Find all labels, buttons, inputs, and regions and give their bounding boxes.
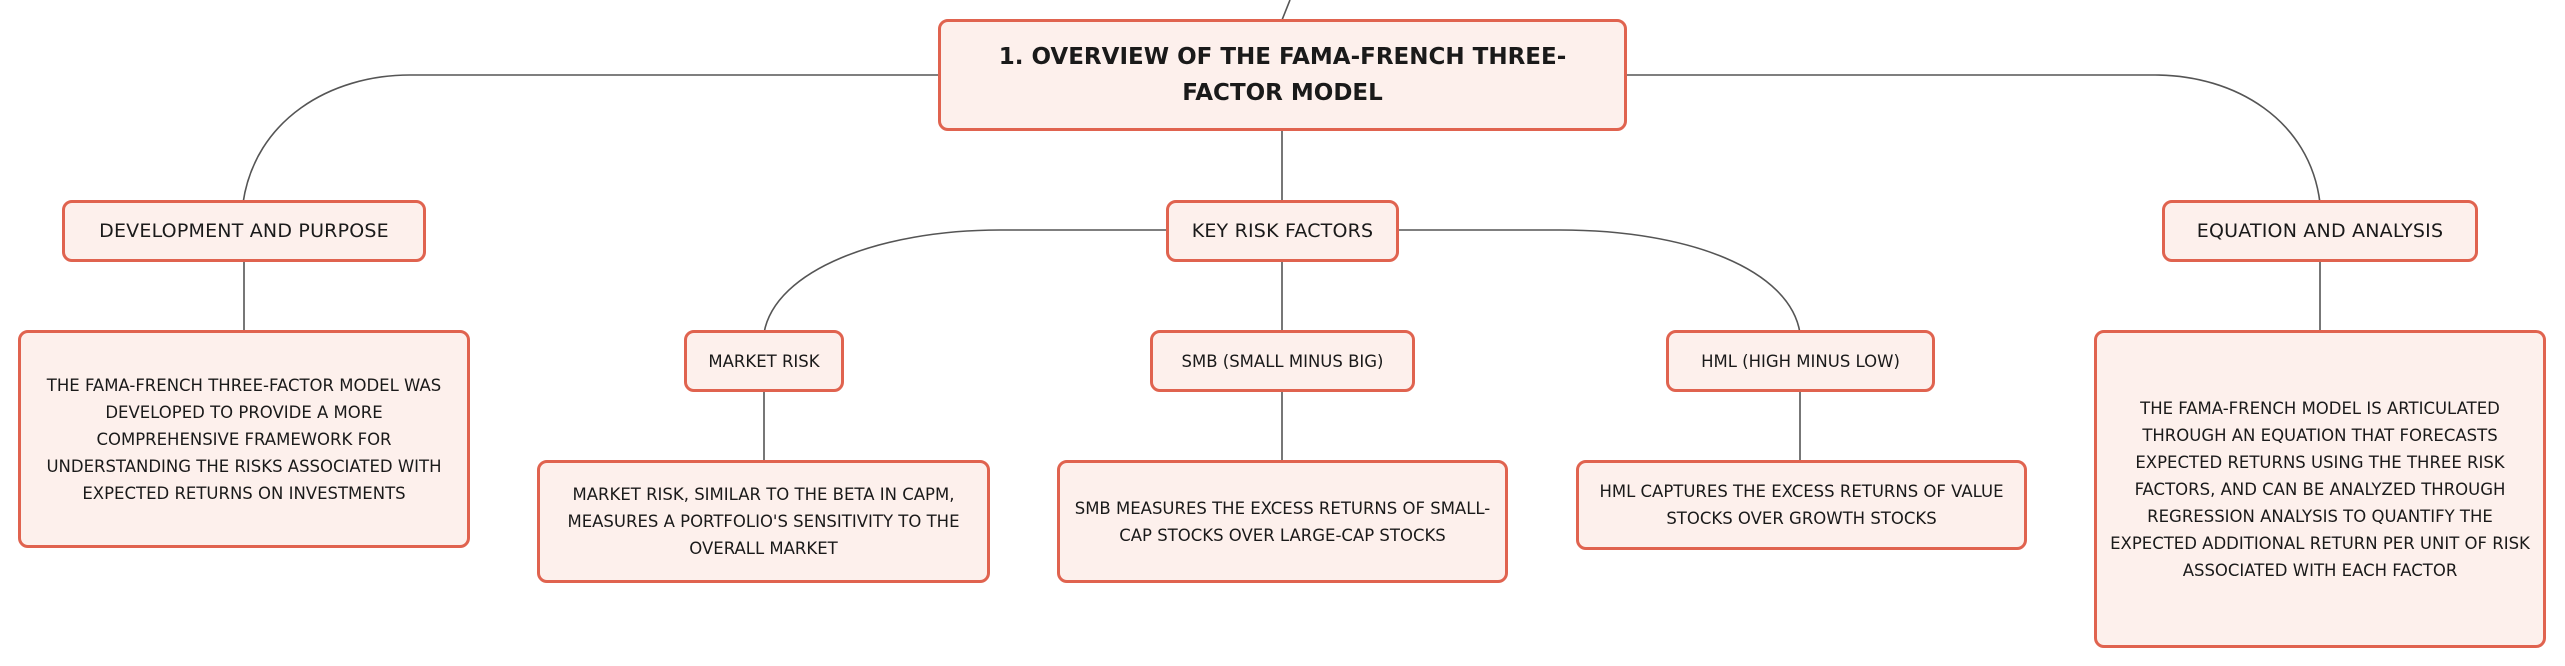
smb-description-text: SMB MEASURES THE EXCESS RETURNS OF SMALL… [1074, 498, 1491, 545]
equation-node[interactable]: EQUATION AND ANALYSIS [2162, 200, 2478, 262]
connector-key-factors-market [763, 229, 1169, 334]
key-risk-factors-node[interactable]: KEY RISK FACTORS [1166, 200, 1399, 262]
market-risk-description-text: MARKET RISK, SIMILAR TO THE BETA IN CAPM… [567, 485, 960, 558]
hml-node[interactable]: HML (HIGH MINUS LOW) [1666, 330, 1935, 392]
connector-root-equation [1624, 74, 2321, 204]
key-risk-factors-label: KEY RISK FACTORS [1191, 220, 1374, 242]
market-risk-node[interactable]: MARKET RISK [684, 330, 844, 392]
market-risk-description: MARKET RISK, SIMILAR TO THE BETA IN CAPM… [537, 460, 990, 583]
equation-description-text: THE FAMA-FRENCH MODEL IS ARTICULATED THR… [2110, 398, 2530, 580]
development-node[interactable]: DEVELOPMENT AND PURPOSE [62, 200, 426, 262]
smb-label: SMB (SMALL MINUS BIG) [1181, 351, 1384, 371]
development-description: THE FAMA-FRENCH THREE-FACTOR MODEL WAS D… [18, 330, 470, 548]
equation-description: THE FAMA-FRENCH MODEL IS ARTICULATED THR… [2094, 330, 2546, 648]
connector-parent-root [1281, 0, 1291, 21]
hml-label: HML (HIGH MINUS LOW) [1701, 351, 1900, 371]
development-label: DEVELOPMENT AND PURPOSE [99, 220, 389, 242]
connector-root-development [242, 74, 942, 204]
equation-label: EQUATION AND ANALYSIS [2196, 220, 2444, 242]
development-description-text: THE FAMA-FRENCH THREE-FACTOR MODEL WAS D… [46, 375, 442, 503]
connector-key-factors-hml [1396, 229, 1801, 334]
smb-node[interactable]: SMB (SMALL MINUS BIG) [1150, 330, 1415, 392]
market-risk-label: MARKET RISK [708, 351, 820, 371]
smb-description: SMB MEASURES THE EXCESS RETURNS OF SMALL… [1057, 460, 1508, 583]
root-title: 1. OVERVIEW OF THE FAMA-FRENCH THREE-FAC… [998, 44, 1567, 106]
root-node[interactable]: 1. OVERVIEW OF THE FAMA-FRENCH THREE-FAC… [938, 19, 1627, 131]
hml-description-text: HML CAPTURES THE EXCESS RETURNS OF VALUE… [1599, 482, 2004, 528]
hml-description: HML CAPTURES THE EXCESS RETURNS OF VALUE… [1576, 460, 2027, 550]
